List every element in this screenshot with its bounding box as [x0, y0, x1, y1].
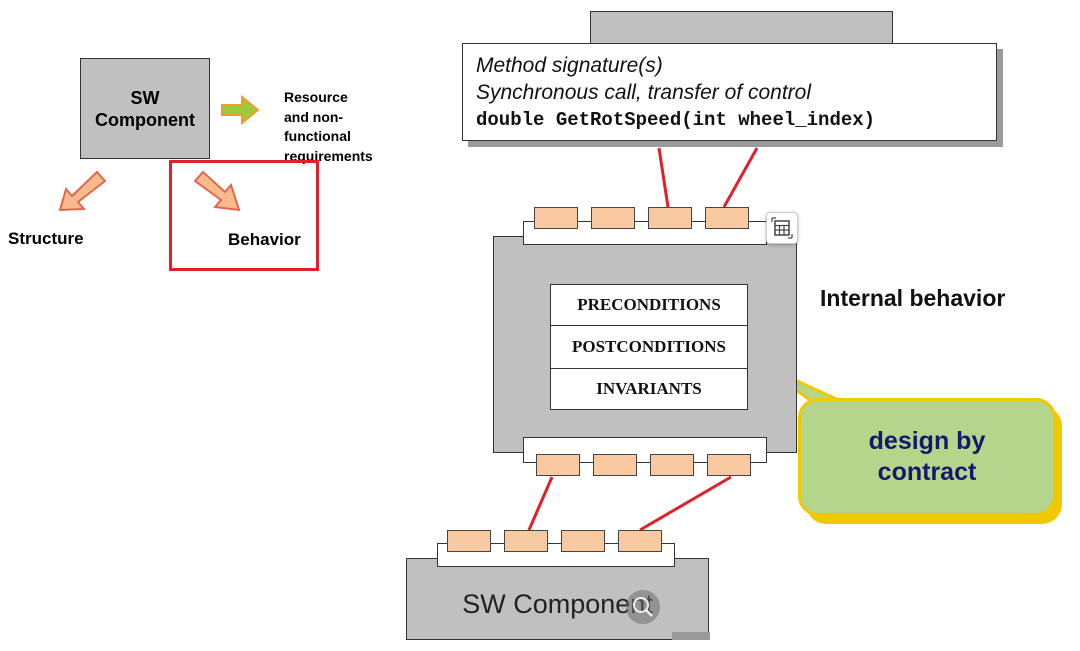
- preconditions-text: PRECONDITIONS: [577, 295, 721, 314]
- callout-line2: contract: [877, 458, 977, 486]
- bottom-component-label: SW Component: [462, 588, 653, 619]
- port-bottom-2: [593, 454, 637, 476]
- port-client-2: [504, 530, 548, 552]
- invariants-text: INVARIANTS: [596, 379, 702, 398]
- resource-line2: and non-: [284, 108, 344, 125]
- port-bottom-3: [650, 454, 694, 476]
- table-icon[interactable]: [766, 212, 798, 244]
- corner-overlay: [672, 632, 710, 640]
- behavior-label: Behavior: [228, 230, 301, 249]
- port-client-1: [447, 530, 491, 552]
- connector-line: [722, 147, 759, 208]
- postconditions-cell: POSTCONDITIONS: [550, 325, 748, 369]
- sw-component-label-line2: Component: [95, 109, 195, 130]
- down-right-arrow-icon: [193, 170, 241, 212]
- callout-line1: design by: [868, 427, 986, 455]
- port-top-1: [534, 207, 578, 229]
- resource-line1: Resource: [284, 89, 348, 105]
- port-client-3: [561, 530, 605, 552]
- resource-line3: functional: [284, 128, 351, 144]
- sw-component-box: SW Component: [80, 58, 210, 159]
- internal-behavior-title: Internal behavior: [820, 285, 1006, 311]
- method-signature-text: Method signature(s): [476, 54, 663, 77]
- preconditions-cell: PRECONDITIONS: [550, 284, 748, 326]
- right-arrow-icon: [221, 94, 260, 126]
- port-top-4: [705, 207, 749, 229]
- connector-line: [527, 476, 554, 531]
- connector-line: [657, 147, 670, 208]
- down-left-arrow-icon: [58, 170, 107, 212]
- method-code-text: double GetRotSpeed(int wheel_index): [476, 109, 876, 131]
- port-client-4: [618, 530, 662, 552]
- resource-requirements-text: Resource and non- functional requirement…: [284, 88, 373, 166]
- behavior-highlight-box: [169, 160, 319, 271]
- search-icon[interactable]: [626, 590, 660, 624]
- port-top-3: [648, 207, 692, 229]
- bottom-component-box: SW Component: [406, 558, 709, 640]
- interface-signature-box: Method signature(s) Synchronous call, tr…: [462, 43, 997, 141]
- design-by-contract-callout: design by contract: [798, 398, 1056, 516]
- port-top-2: [591, 207, 635, 229]
- invariants-cell: INVARIANTS: [550, 368, 748, 410]
- resource-line4: requirements: [284, 147, 373, 164]
- structure-label: Structure: [8, 229, 84, 248]
- sw-component-label-line1: SW: [130, 87, 160, 108]
- connector-line: [639, 475, 732, 532]
- port-bottom-4: [707, 454, 751, 476]
- postconditions-text: POSTCONDITIONS: [572, 337, 726, 356]
- synchronous-call-text: Synchronous call, transfer of control: [476, 81, 811, 104]
- port-bottom-1: [536, 454, 580, 476]
